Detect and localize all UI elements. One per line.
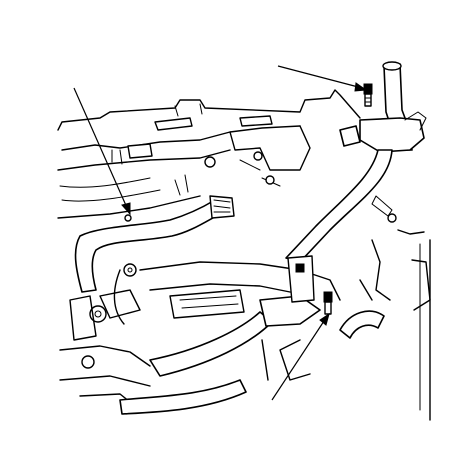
bolt-top-right (363, 83, 373, 107)
bracket-lower (287, 255, 333, 315)
lower-hose (74, 195, 235, 293)
engine-block-lower (59, 261, 341, 411)
heater-hoses (119, 295, 385, 415)
intake-manifold (57, 89, 361, 219)
callout-top-left (73, 87, 131, 216)
callout-bottom (271, 312, 330, 401)
right-side-fittings (359, 229, 431, 311)
callout-top-right (277, 65, 368, 92)
radiator-edge (419, 239, 431, 421)
bypass-hose (285, 149, 397, 263)
upper-radiator-hose (339, 61, 427, 153)
